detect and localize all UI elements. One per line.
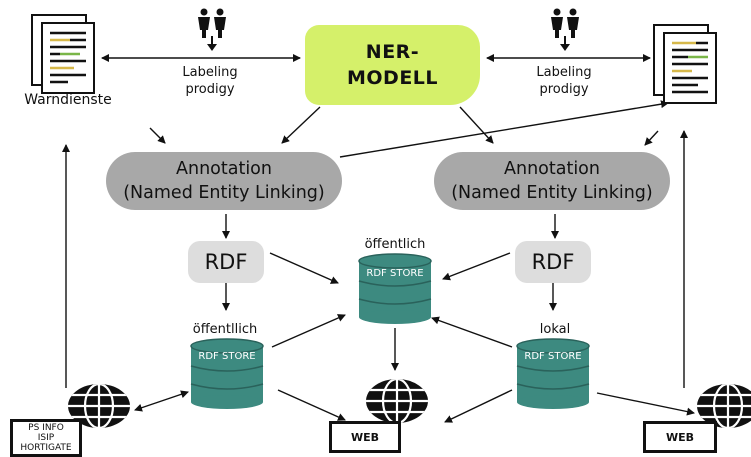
store-left-caption: öffentllich [192, 322, 258, 337]
ner-model-line1: NER- [365, 41, 420, 63]
arrow-store-left-store-center [271, 314, 346, 348]
annotation-left-box: Annotation (Named Entity Linking) [106, 152, 342, 210]
arrow-store-right-globe [444, 389, 513, 423]
web-box-left: WEB [329, 421, 401, 453]
rdf-store-right-label: RDF STORE [524, 351, 582, 362]
arrow-doc-annot-left [149, 127, 166, 144]
labeling-right-line2: prodigy [539, 82, 589, 97]
store-right-caption: lokal [539, 322, 571, 337]
ner-model-line2: MODELL [346, 67, 439, 89]
document-icon [653, 24, 717, 104]
globe-icon [366, 379, 428, 423]
labeling-left-line2: prodigy [185, 82, 235, 97]
annotation-left-line1: Annotation [176, 159, 272, 179]
labeling-right-line1: Labeling [536, 65, 592, 80]
arrow-ner-annot-right [459, 106, 494, 144]
globe-icon [68, 384, 130, 428]
web-box-right: WEB [643, 421, 717, 453]
people-icon [551, 8, 579, 51]
ner-model-box: NER- MODELL [305, 25, 480, 105]
rdf-store-left-label: RDF STORE [198, 351, 256, 362]
rdf-right-box: RDF [515, 241, 591, 283]
annotation-right-box: Annotation (Named Entity Linking) [434, 152, 670, 210]
source-box: PS INFO ISIP HORTIGATE [10, 419, 82, 457]
database-icon [190, 338, 264, 409]
labeling-left-label: Labeling prodigy [160, 64, 260, 98]
rdf-store-right: RDF STORE [516, 338, 590, 410]
annotation-right-line1: Annotation [504, 159, 600, 179]
store-center-caption: öffentlich [364, 237, 426, 252]
rdf-left-box: RDF [188, 241, 264, 283]
labeling-right-label: Labeling prodigy [514, 64, 614, 98]
arrow-store-right-store-center [431, 316, 513, 348]
arrow-rdf-left-store-center [269, 252, 339, 284]
annotation-left-line2: (Named Entity Linking) [123, 183, 325, 203]
arrow-ner-annot-left [281, 106, 321, 144]
arrow-doc-annot-right [644, 130, 659, 146]
rdf-store-left: RDF STORE [190, 338, 264, 410]
rdf-store-center: RDF STORE [358, 253, 432, 325]
source-box-line2: ISIP [37, 433, 55, 443]
arrow-globe-left-store-left [134, 390, 189, 412]
labeling-left-line1: Labeling [182, 65, 238, 80]
annotation-right-line2: (Named Entity Linking) [451, 183, 653, 203]
source-box-line3: HORTIGATE [20, 443, 72, 453]
arrow-annot-left-doc-right [339, 100, 669, 158]
people-icon [198, 8, 226, 51]
rdf-store-center-label: RDF STORE [366, 268, 424, 279]
arrow-rdf-right-store-center [442, 252, 511, 281]
warndienste-label: Warndienste [24, 92, 112, 108]
document-icon [31, 14, 95, 94]
globe-icon [697, 384, 751, 428]
arrow-store-right-globe-right [596, 392, 695, 416]
arrow-store-left-globe [277, 389, 346, 421]
source-box-line1: PS INFO [28, 423, 64, 433]
database-icon [358, 253, 432, 324]
database-icon [516, 338, 590, 409]
